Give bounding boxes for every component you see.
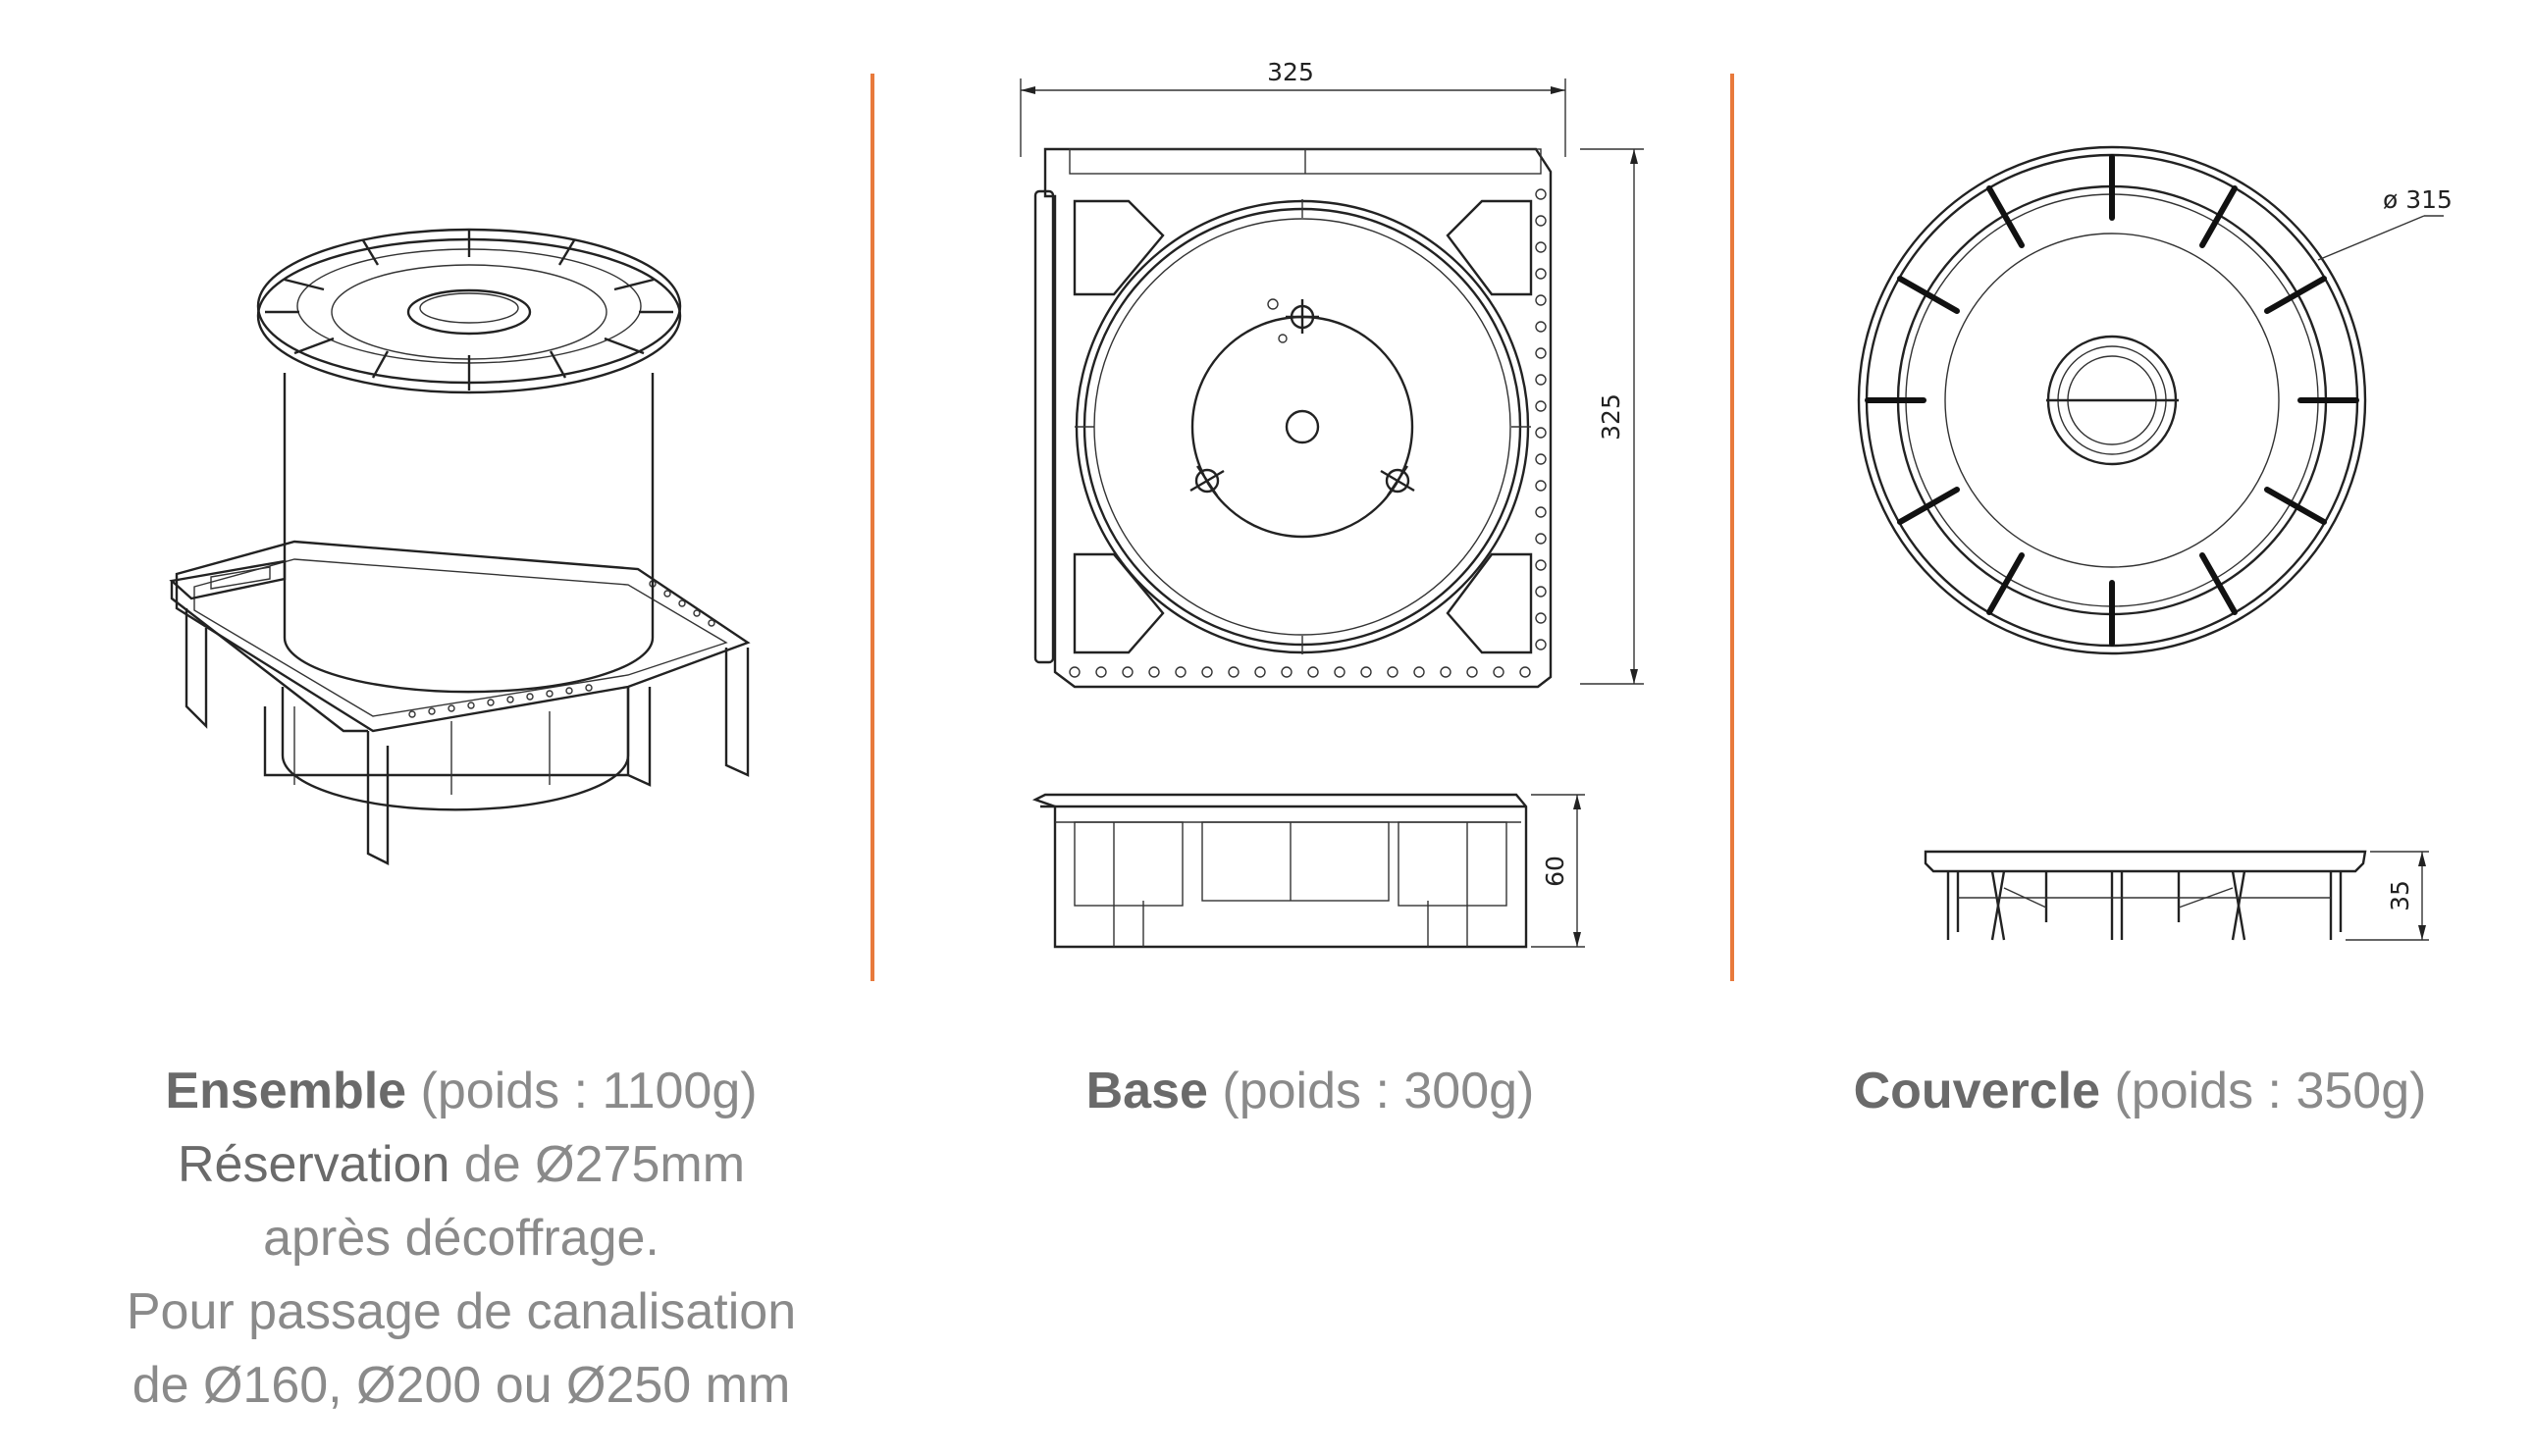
- base-bottom-holes: [1069, 666, 1531, 678]
- couvercle-dim-height: 35: [2386, 880, 2414, 911]
- divider-right: [1730, 74, 1734, 981]
- base-plan-outline: [1043, 147, 1553, 689]
- base-dim-width: 325: [1267, 58, 1314, 86]
- ensemble-title: Ensemble: [165, 1063, 407, 1119]
- base-side-elevation: [1031, 793, 1528, 949]
- panel-ensemble: Ensemble (poids : 1100g) Réservation de …: [0, 0, 873, 1456]
- divider-left: [871, 74, 874, 981]
- ensemble-weight: (poids : 1100g): [420, 1063, 758, 1119]
- base-title: Base: [1085, 1063, 1208, 1119]
- couvercle-caption: Couvercle (poids : 350g): [1747, 1055, 2533, 1128]
- ensemble-cylinder: [283, 373, 655, 694]
- couvercle-title: Couvercle: [1853, 1063, 2101, 1119]
- ensemble-line4: Pour passage de canalisation: [126, 1283, 797, 1340]
- ensemble-line3: après décoffrage.: [263, 1210, 660, 1267]
- ensemble-line5: de Ø160, Ø200 ou Ø250 mm: [132, 1357, 791, 1414]
- panel-base: 325 325: [878, 0, 1742, 1456]
- couvercle-weight: (poids : 350g): [2114, 1063, 2427, 1119]
- base-weight: (poids : 300g): [1222, 1063, 1535, 1119]
- base-inner-circle: [1190, 315, 1414, 539]
- base-dim-height: 325: [1597, 393, 1625, 441]
- ensemble-base-frame: [175, 540, 751, 733]
- couvercle-dim-diameter: ø 315: [2383, 185, 2453, 214]
- ensemble-reservation-label: Réservation: [177, 1136, 450, 1193]
- couvercle-outer-ring: [1857, 145, 2367, 655]
- ensemble-base-holes: [408, 580, 715, 718]
- base-outer-ring: [1075, 199, 1530, 654]
- base-caption: Base (poids : 300g): [878, 1055, 1742, 1128]
- ensemble-lid-knob: [406, 288, 532, 336]
- base-spoke-clips: [1189, 299, 1415, 496]
- panel-couvercle: ø 315 35 Couvercle (poids :: [1747, 0, 2533, 1456]
- couvercle-ribs: [1865, 154, 2359, 647]
- base-technical-drawing: 325 325: [1020, 58, 1644, 949]
- base-center-hole: [1285, 409, 1320, 444]
- base-right-holes: [1535, 188, 1547, 650]
- ensemble-caption: Ensemble (poids : 1100g) Réservation de …: [59, 1055, 864, 1423]
- base-corner-pad: [1073, 199, 1165, 296]
- ensemble-isometric-drawing: [169, 228, 751, 865]
- couvercle-technical-drawing: ø 315 35: [1857, 145, 2453, 941]
- ensemble-reservation-value: de Ø275mm: [449, 1136, 746, 1193]
- base-dim-depth: 60: [1541, 856, 1569, 887]
- couvercle-side-elevation: [1924, 850, 2367, 873]
